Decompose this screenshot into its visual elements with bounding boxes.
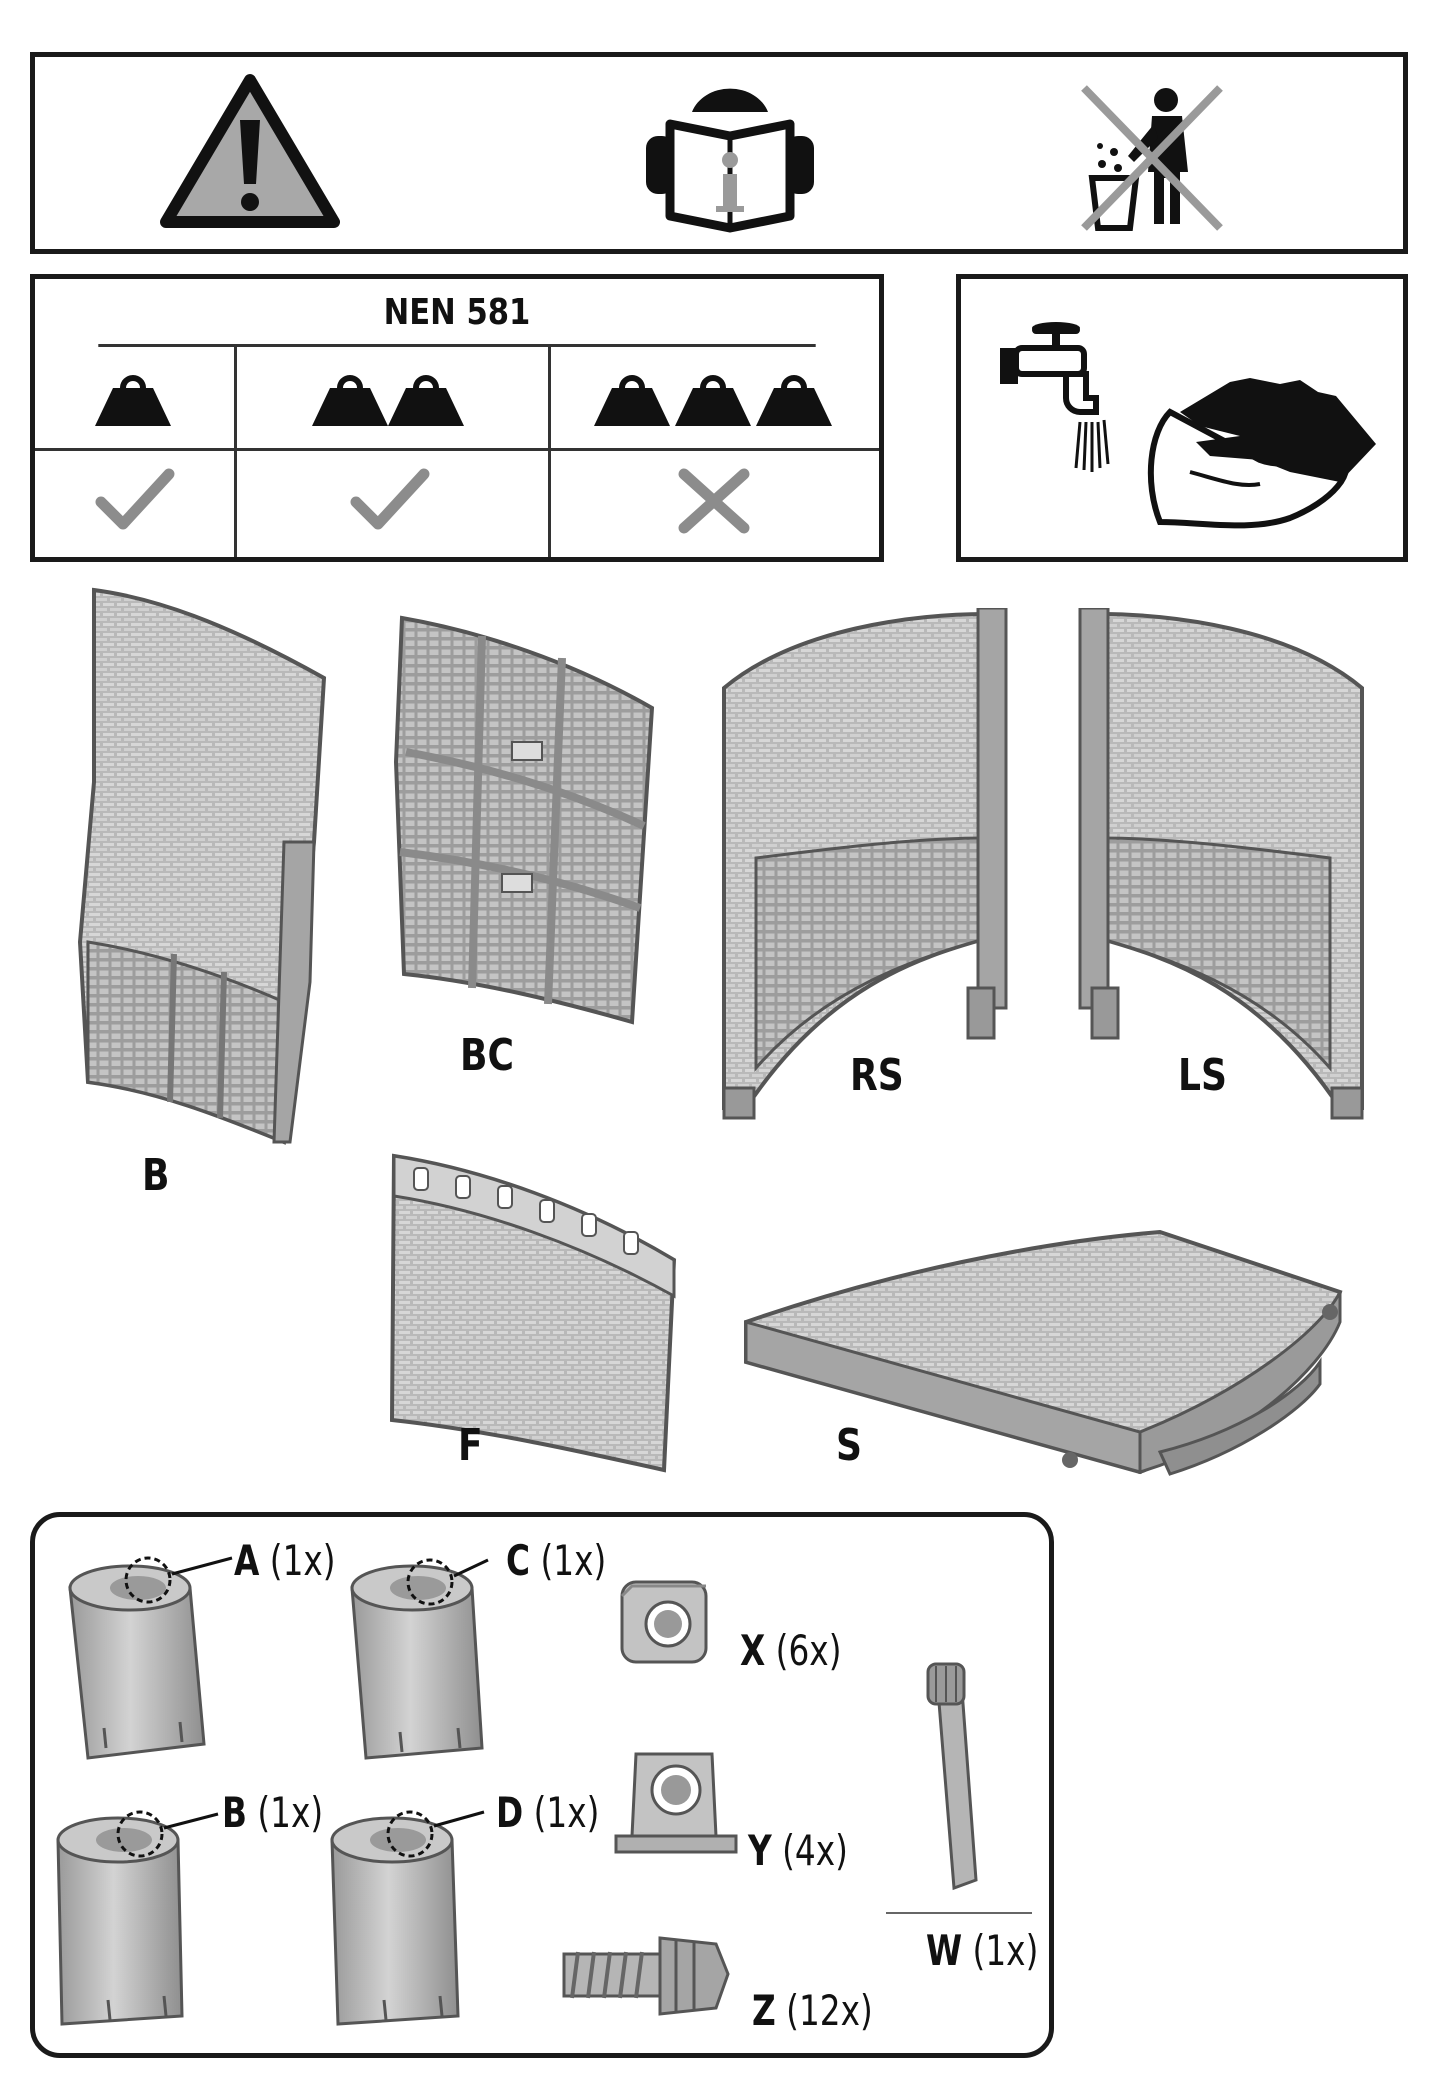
check-icon bbox=[95, 466, 175, 530]
warning-triangle-icon bbox=[160, 72, 340, 232]
wipe-cloth-hand-icon bbox=[1140, 372, 1380, 538]
weight-icon bbox=[754, 372, 834, 428]
panel-label-rs: RS bbox=[850, 1050, 904, 1101]
load-table-title: NEN 581 bbox=[98, 279, 815, 347]
tool-w-illustration bbox=[920, 1660, 1000, 1900]
hardware-label-d: D (1x) bbox=[496, 1788, 599, 1837]
hardware-qty-z: (12x) bbox=[786, 1986, 873, 2035]
weight-icon bbox=[673, 372, 753, 428]
hardware-qty-d: (1x) bbox=[534, 1788, 600, 1837]
weight-icon bbox=[386, 372, 466, 428]
weight-icon bbox=[93, 372, 173, 428]
panel-label-s: S bbox=[836, 1420, 862, 1471]
hardware-label-c: C (1x) bbox=[506, 1536, 606, 1585]
hardware-qty-y: (4x) bbox=[782, 1826, 848, 1875]
panel-label-bc: BC bbox=[460, 1030, 514, 1081]
bolt-z-illustration bbox=[556, 1924, 736, 2024]
panel-label-ls: LS bbox=[1178, 1050, 1227, 1101]
hardware-label-z: Z (12x) bbox=[752, 1986, 873, 2035]
hardware-label-a: A (1x) bbox=[234, 1536, 336, 1585]
hardware-label-y: Y (4x) bbox=[748, 1826, 848, 1875]
tool-w-divider bbox=[886, 1912, 1032, 1914]
hardware-qty-c: (1x) bbox=[540, 1536, 606, 1585]
read-manual-icon bbox=[640, 76, 820, 236]
hardware-letter-z: Z bbox=[752, 1986, 776, 2035]
no-household-waste-icon bbox=[1070, 82, 1230, 232]
hardware-letter-c: C bbox=[506, 1536, 530, 1585]
hardware-letter-b: B bbox=[222, 1788, 247, 1837]
panel-bc-illustration bbox=[392, 612, 662, 1032]
panel-s-illustration bbox=[740, 1212, 1350, 1482]
hardware-qty-x: (6x) bbox=[776, 1626, 842, 1675]
hardware-qty-b: (1x) bbox=[257, 1788, 323, 1837]
hardware-label-b: B (1x) bbox=[222, 1788, 323, 1837]
panel-label-f: F bbox=[458, 1420, 483, 1471]
hardware-qty-w: (1x) bbox=[973, 1926, 1039, 1975]
hardware-letter-x: X bbox=[740, 1626, 765, 1675]
bracket-y-illustration bbox=[612, 1740, 742, 1870]
hardware-label-w: W (1x) bbox=[926, 1926, 1038, 1975]
check-icon bbox=[350, 466, 430, 530]
panel-b-illustration bbox=[74, 582, 344, 1162]
water-tap-icon bbox=[996, 318, 1126, 478]
hardware-label-x: X (6x) bbox=[740, 1626, 841, 1675]
square-nut-x-illustration bbox=[616, 1572, 716, 1672]
hardware-letter-y: Y bbox=[748, 1826, 772, 1875]
cross-icon bbox=[676, 468, 752, 534]
panel-label-b: B bbox=[142, 1150, 170, 1201]
hardware-letter-d: D bbox=[496, 1788, 523, 1837]
weight-icon bbox=[592, 372, 672, 428]
hardware-letter-w: W bbox=[926, 1926, 962, 1975]
hardware-letter-a: A bbox=[234, 1536, 259, 1585]
panel-f-illustration bbox=[384, 1150, 684, 1480]
hardware-qty-a: (1x) bbox=[270, 1536, 336, 1585]
weight-icon bbox=[310, 372, 390, 428]
